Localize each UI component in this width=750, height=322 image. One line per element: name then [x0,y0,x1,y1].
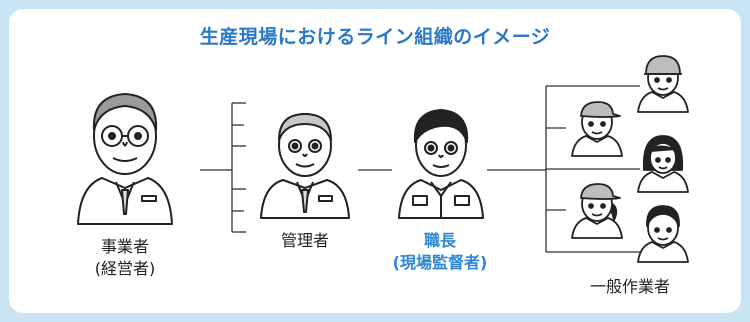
supervisor-label: 職長 (現場監督者) [370,230,510,274]
manager-figure [260,113,350,219]
manager-label: 管理者 [255,230,355,252]
worker-figure-2 [571,101,623,157]
executive-label: 事業者 (経営者) [75,236,175,280]
supervisor-title: 職長 [423,231,456,250]
executive-figure [77,93,173,225]
worker-figure-4 [571,183,623,239]
workers-label: 一般作業者 [565,276,695,298]
diagram-title: 生産現場におけるライン組織のイメージ [199,26,551,48]
executive-title: 事業者 [100,237,149,256]
workers-title: 一般作業者 [589,277,670,296]
manager-title: 管理者 [280,231,329,250]
supervisor-subtitle: (現場監督者) [392,253,488,272]
executive-subtitle: (経営者) [94,259,156,278]
worker-figure-3 [637,135,689,193]
supervisor-figure [398,109,484,219]
worker-figure-1 [637,55,689,113]
worker-figure-5 [637,205,689,263]
